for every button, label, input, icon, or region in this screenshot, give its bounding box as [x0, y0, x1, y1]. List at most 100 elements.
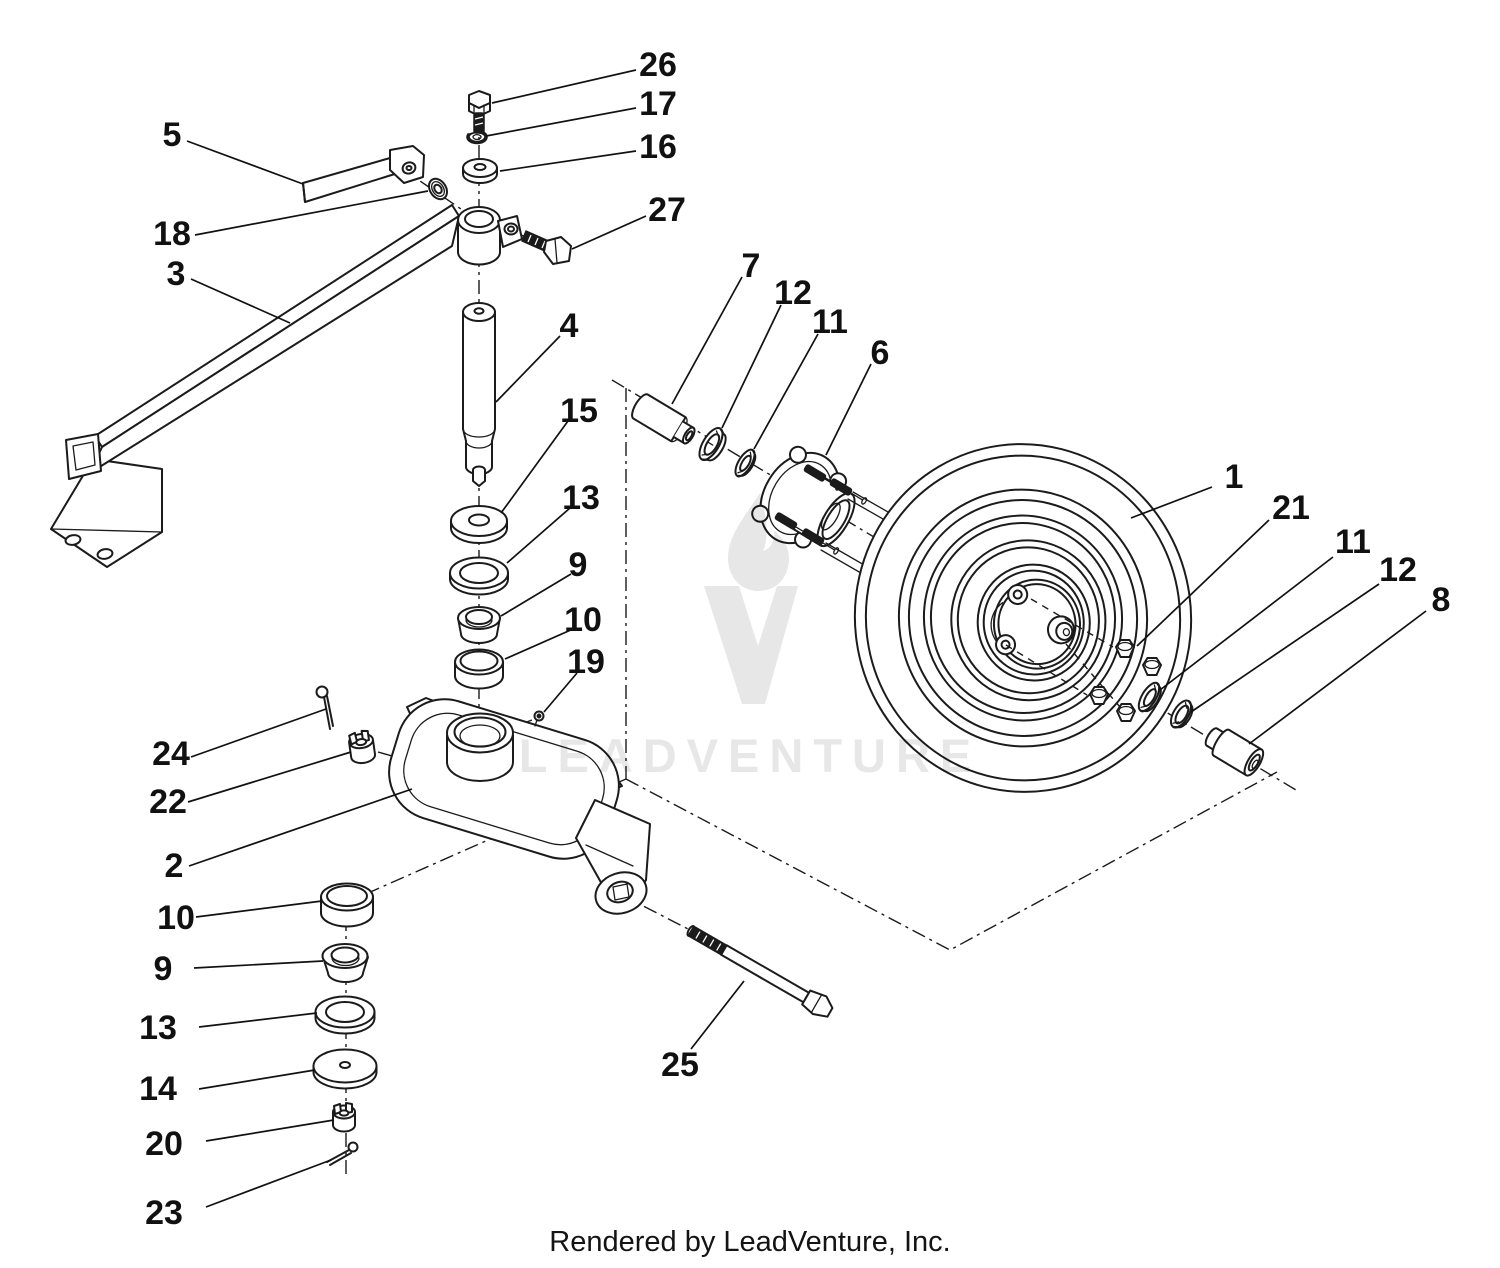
callout-label: 5: [163, 116, 182, 154]
leader-line: [500, 420, 569, 514]
leader-line: [690, 980, 745, 1050]
leader-line: [1190, 583, 1380, 713]
leader-line: [504, 628, 574, 660]
leader-line: [721, 304, 782, 429]
leader-line: [188, 788, 413, 867]
footer-credit: Rendered by LeadVenture, Inc.: [549, 1226, 950, 1258]
leader-line: [198, 1012, 318, 1028]
callout-label: 15: [560, 392, 598, 430]
leader-line: [190, 708, 327, 758]
leader-line: [1130, 486, 1213, 519]
wheel-hub: [751, 445, 989, 626]
lug-nuts-21: [1089, 639, 1162, 722]
leader-line: [495, 335, 561, 403]
callout-label: 19: [567, 643, 605, 681]
frame-beam: [50, 204, 460, 568]
leader-line: [485, 107, 637, 137]
leader-line: [1248, 610, 1427, 745]
callout-label: 3: [167, 255, 186, 293]
bearing-12-right: [1169, 699, 1194, 729]
wheel-stud-dashes: [1005, 598, 1121, 708]
callout-label: 1: [1225, 458, 1244, 496]
cotter-pin-23: [326, 1141, 359, 1166]
callout-label: 10: [157, 899, 195, 937]
leader-line: [186, 140, 304, 185]
leader-line: [198, 1069, 316, 1090]
leadventure-watermark: LEADVENTURE: [519, 493, 982, 782]
leader-line: [205, 1119, 335, 1142]
bearing-9: [457, 606, 501, 644]
axle-bolt-25: [686, 925, 834, 1018]
leader-line: [500, 573, 572, 617]
washer-15: [450, 505, 508, 544]
spindle: [462, 302, 496, 487]
leader-line: [499, 150, 637, 172]
leader-line: [506, 507, 571, 564]
callout-label: 8: [1432, 581, 1451, 619]
bearing-washer-11-right: [1137, 681, 1162, 713]
leader-line: [491, 69, 637, 104]
leader-line: [194, 190, 429, 236]
leader-line: [1136, 519, 1270, 647]
clamp-collar: [457, 206, 523, 266]
callout-label: 11: [812, 303, 848, 341]
bolt-26: [468, 90, 491, 134]
callout-label: 22: [149, 783, 187, 821]
callout-label: 9: [154, 950, 173, 988]
leader-line: [193, 960, 324, 969]
leader-line: [187, 751, 352, 803]
caster-fork: [388, 697, 651, 915]
callout-label: 16: [639, 128, 677, 166]
bearing-12: [698, 427, 727, 462]
seal-ring-10: [454, 648, 504, 690]
wheel-tire: [853, 443, 1193, 793]
hub-studs: [774, 464, 868, 555]
callout-label: 27: [648, 191, 686, 229]
callout-label: 13: [139, 1009, 177, 1047]
grease-fitting-19: [533, 710, 545, 727]
v-logo-icon: [704, 586, 798, 704]
arm-bracket: [302, 145, 425, 203]
callout-label: 2: [165, 847, 184, 885]
callout-label: 4: [560, 307, 579, 345]
bearing-9-lower: [321, 943, 369, 983]
callout-label: 25: [661, 1046, 699, 1084]
seal-ring-10-lower: [320, 882, 374, 928]
callout-label: 18: [153, 215, 191, 253]
callout-label: 6: [871, 334, 890, 372]
callout-label: 12: [774, 274, 812, 312]
callout-label: 11: [1335, 523, 1371, 561]
callout-label: 10: [564, 601, 602, 639]
flame-logo-icon: [728, 493, 789, 591]
bolt-27: [521, 230, 572, 265]
race-ring-13-lower: [314, 995, 376, 1035]
callout-label: 13: [562, 479, 600, 517]
leader-line: [195, 900, 323, 918]
callout-label: 12: [1379, 551, 1417, 589]
castle-nut-22: [348, 729, 376, 765]
watermark-text: LEADVENTURE: [519, 729, 982, 782]
callout-label: 21: [1272, 489, 1310, 527]
leader-line: [825, 363, 872, 456]
castle-nut-20: [332, 1102, 356, 1133]
leader-line: [753, 333, 819, 450]
cotter-pin-24: [315, 685, 334, 730]
callout-label: 24: [152, 735, 190, 773]
leader-line: [671, 276, 743, 405]
spacer-7: [631, 393, 696, 445]
washer-18: [428, 177, 448, 201]
leader-line: [205, 1159, 332, 1208]
leader-line: [543, 672, 578, 713]
flat-washer-14: [312, 1048, 378, 1090]
callout-label: 14: [139, 1070, 177, 1108]
callout-label: 20: [145, 1125, 183, 1163]
spacer-8: [1204, 727, 1265, 777]
callout-label: 9: [569, 546, 588, 584]
callout-label: 17: [639, 85, 677, 123]
leader-line: [190, 278, 291, 324]
callout-layer: 2617162751834712116151391019121111282422…: [139, 46, 1450, 1232]
washer-16: [462, 158, 498, 184]
callout-label: 7: [742, 247, 761, 285]
